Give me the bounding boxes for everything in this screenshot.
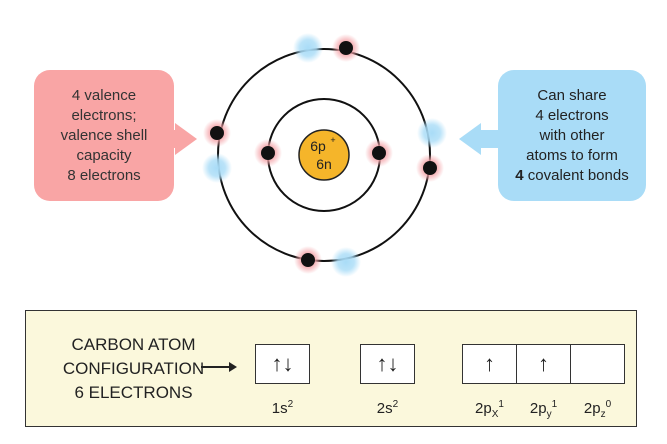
valence-electron [423, 161, 437, 175]
orbital-label-2s: 2s2 [376, 399, 399, 417]
callout-line: 4 electrons [535, 106, 609, 124]
vacancy-spot [417, 118, 447, 148]
orbital-box-1s: ↑↓ [255, 344, 310, 384]
carbon-atom-diagram: 6p + 6n [202, 33, 447, 277]
callout-line: 4 valence [71, 86, 137, 104]
callout-line: atoms to form [526, 146, 618, 164]
title-line: CARBON ATOM [71, 335, 196, 354]
title-line: CONFIGURATION [62, 359, 205, 378]
proton-charge: + [330, 135, 335, 145]
orbital-box-2py: ↑ [516, 344, 571, 384]
right-pointer-arrow-icon [459, 123, 481, 155]
callout-line-bonds: 4 covalent bonds [515, 166, 628, 186]
electron-configuration-panel: CARBON ATOM CONFIGURATION 6 ELECTRONS ↑↓… [25, 310, 637, 427]
bond-text: covalent bonds [523, 166, 629, 184]
orbital-box-2pz [570, 344, 625, 384]
right-arrow-icon [201, 361, 237, 373]
configuration-title: CARBON ATOM CONFIGURATION 6 ELECTRONS [46, 333, 221, 405]
title-line: 6 ELECTRONS [74, 383, 193, 402]
orbital-box-2s: ↑↓ [360, 344, 415, 384]
vacancy-spot [202, 153, 232, 183]
left-arrow-stem [170, 130, 177, 148]
orbital-label-2px: 2pX1 [475, 399, 504, 420]
valence-electrons-callout: 4 valence electrons; valence shell capac… [34, 70, 174, 201]
vacancy-spot [331, 247, 361, 277]
inner-electron [261, 146, 275, 160]
callout-line: with other [539, 126, 605, 144]
callout-line: valence shell [60, 126, 148, 144]
orbital-box-2px: ↑ [462, 344, 517, 384]
vacancy-spot [293, 33, 323, 63]
inner-electron [372, 146, 386, 160]
neutron-count: 6n [316, 156, 332, 172]
covalent-bonds-callout: Can share 4 electrons with other atoms t… [498, 70, 646, 201]
nucleus [298, 129, 350, 181]
bond-count: 4 [515, 166, 524, 184]
left-pointer-arrow-icon [175, 123, 197, 155]
orbital-label-2py: 2py1 [529, 399, 558, 420]
callout-line: Can share [537, 86, 607, 104]
right-arrow-stem [480, 130, 500, 148]
valence-electron [210, 126, 224, 140]
callout-line: electrons; [71, 106, 137, 124]
callout-line: 8 electrons [67, 166, 141, 184]
valence-electron [301, 253, 315, 267]
callout-line: capacity [76, 146, 132, 164]
orbital-label-2pz: 2pz0 [583, 399, 612, 420]
proton-count: 6p [310, 138, 326, 154]
valence-electron [339, 41, 353, 55]
orbital-label-1s: 1s2 [271, 399, 294, 417]
